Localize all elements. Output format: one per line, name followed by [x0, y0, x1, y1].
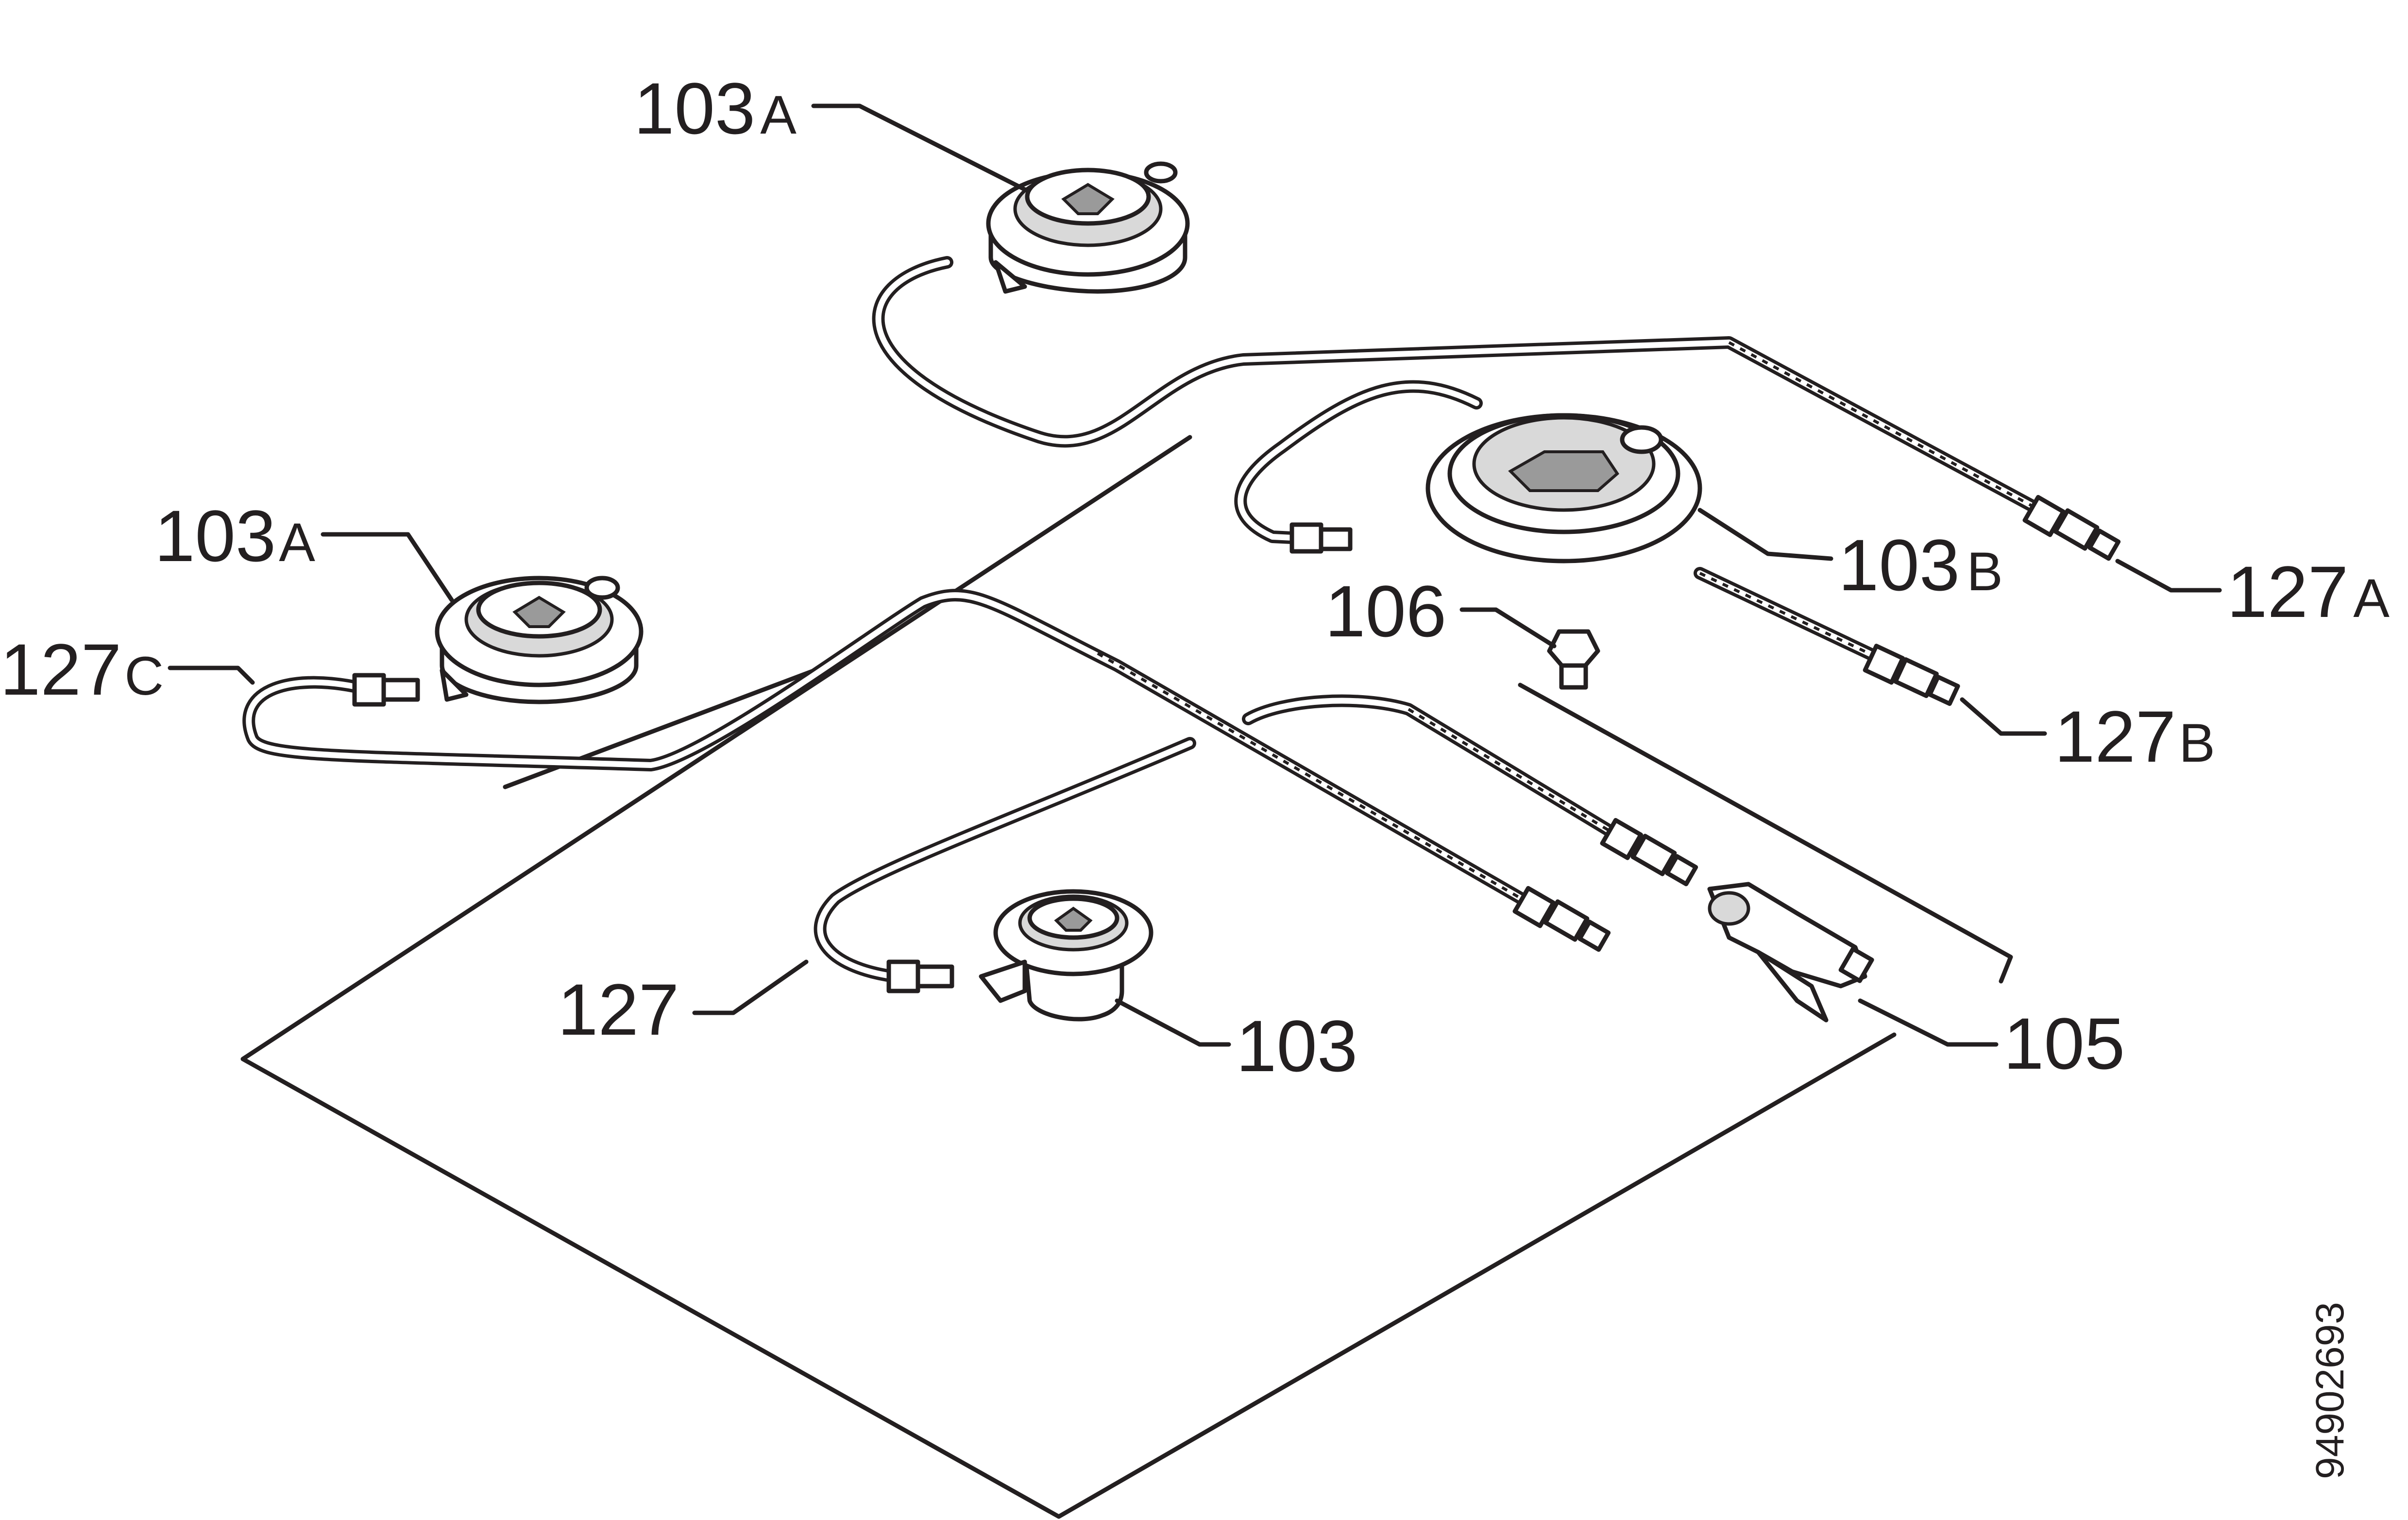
gas-pipe-127b: [1234, 380, 1960, 706]
burner-103a-left: [435, 576, 644, 704]
burner-103: [979, 889, 1153, 1022]
drawing-code: 94902693: [2308, 1302, 2352, 1479]
label-127: 127: [558, 969, 679, 1050]
label-103: 103: [1236, 1005, 1357, 1087]
pipe-fitting: [886, 959, 954, 993]
label-103a-left: 103A: [154, 495, 315, 577]
leader-lines: [168, 103, 2222, 1047]
gas-pipe-127: [814, 737, 1196, 993]
injector-106: [1547, 629, 1600, 690]
pipe-fitting: [1600, 818, 1698, 887]
label-106: 106: [1325, 570, 1446, 652]
pipe-fitting: [1289, 522, 1960, 706]
burner-103b: [1425, 413, 1702, 564]
label-127c: 127C: [0, 629, 164, 710]
gas-pipe-127c: [242, 589, 1611, 952]
burner-103a-top: [986, 161, 1190, 294]
gas-pipe-central: [1242, 694, 1698, 887]
valve-105: [1707, 882, 1874, 1023]
pipe-fitting: [2022, 495, 2121, 561]
pipe-fitting: [352, 673, 1611, 952]
label-127b: 127B: [2054, 696, 2215, 777]
label-127a: 127A: [2227, 551, 2390, 632]
label-103a-top: 103A: [634, 68, 797, 149]
label-105: 105: [2003, 1003, 2125, 1084]
gas-pipe-127a: [872, 256, 2121, 561]
